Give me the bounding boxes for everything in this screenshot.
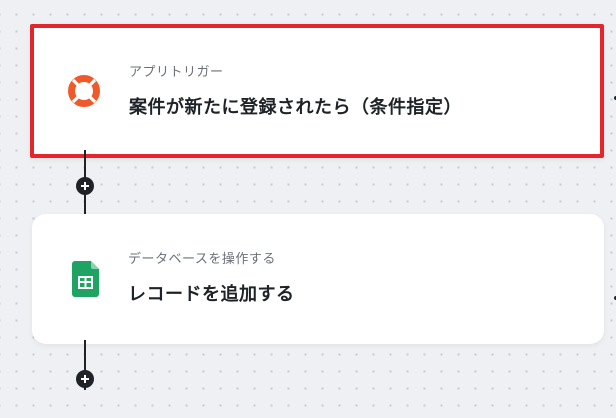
trigger-step-card[interactable]: アプリトリガー 案件が新たに登録されたら（条件指定） (30, 24, 604, 158)
add-step-button[interactable] (76, 177, 94, 195)
plus-icon (81, 375, 89, 383)
trigger-step-type: アプリトリガー (129, 65, 224, 80)
action-step-card[interactable]: データベースを操作する レコードを追加する (32, 214, 604, 344)
action-step-type: データベースを操作する (128, 252, 276, 267)
google-sheets-icon (68, 261, 104, 297)
plus-icon (81, 182, 89, 190)
trigger-step-title: 案件が新たに登録されたら（条件指定） (129, 97, 462, 118)
trigger-output-port (614, 96, 616, 100)
action-step-title: レコードを追加する (128, 284, 295, 305)
lifebuoy-icon (66, 73, 102, 109)
action-output-port (614, 296, 616, 300)
add-step-button[interactable] (76, 370, 94, 388)
connector-line (84, 340, 86, 390)
